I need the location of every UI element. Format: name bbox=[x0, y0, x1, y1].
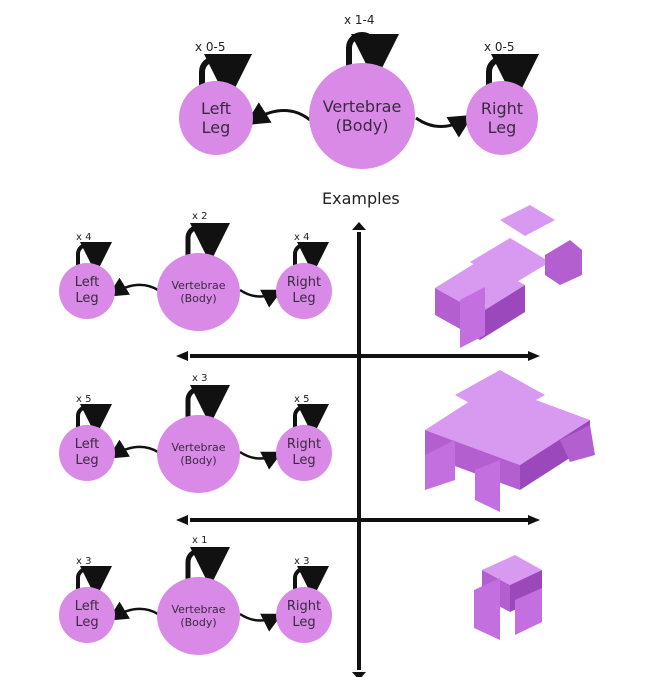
ex3-right-label-line2: Leg bbox=[292, 615, 316, 630]
ex3-left-label-line2: Leg bbox=[75, 615, 99, 630]
left-leg-label-line2: Leg bbox=[201, 118, 231, 137]
ex3-right-label-line1: Right bbox=[286, 599, 322, 615]
loop-arrow-icon bbox=[185, 385, 230, 425]
ex1-body-multiplier: x 2 bbox=[192, 211, 208, 222]
right-leg-node: Right Leg bbox=[466, 81, 538, 155]
ex3-body-multiplier: x 1 bbox=[192, 535, 208, 546]
body-multiplier: x 1-4 bbox=[344, 13, 375, 27]
ex1-left-multiplier: x 4 bbox=[76, 232, 92, 243]
ex1-body-label-line2: (Body) bbox=[180, 292, 217, 305]
ex2-left-label-line2: Leg bbox=[75, 453, 99, 468]
left-leg-multiplier: x 0-5 bbox=[195, 40, 226, 54]
right-leg-label-line1: Right bbox=[480, 98, 524, 118]
loop-arrow-icon bbox=[76, 566, 112, 598]
ex1-right-label-line1: Right bbox=[286, 275, 322, 291]
link-arrow bbox=[239, 288, 283, 308]
link-arrow bbox=[107, 439, 159, 459]
ex3-body-node: Vertebrae (Body) bbox=[157, 577, 240, 655]
ex3-body-label-line2: (Body) bbox=[180, 616, 217, 629]
loop-arrow-icon bbox=[76, 242, 112, 274]
body-label-line1: Vertebrae bbox=[322, 96, 402, 116]
examples-title: Examples bbox=[322, 189, 400, 208]
ex2-left-multiplier: x 5 bbox=[76, 394, 92, 405]
loop-arrow-icon bbox=[346, 32, 399, 82]
ex2-left-label-line1: Left bbox=[74, 437, 100, 453]
loop-arrow-icon bbox=[293, 404, 329, 436]
loop-arrow-icon bbox=[199, 54, 252, 102]
ex2-right-multiplier: x 5 bbox=[294, 394, 310, 405]
ex2-right-leg-node: Right Leg bbox=[276, 425, 332, 481]
link-arrow bbox=[415, 114, 474, 138]
left-leg-label-line1: Left bbox=[200, 98, 232, 118]
ex1-left-leg-node: Left Leg bbox=[59, 263, 115, 319]
right-leg-multiplier: x 0-5 bbox=[484, 40, 515, 54]
ex3-right-leg-node: Right Leg bbox=[276, 587, 332, 643]
ex3-body-label-line1: Vertebrae bbox=[171, 602, 226, 616]
loop-arrow-icon bbox=[185, 547, 230, 587]
body-label-line2: (Body) bbox=[335, 116, 389, 135]
link-arrow bbox=[239, 450, 283, 470]
ex1-left-label-line2: Leg bbox=[75, 291, 99, 306]
ex1-right-multiplier: x 4 bbox=[294, 232, 310, 243]
body-node: Vertebrae (Body) bbox=[309, 63, 415, 169]
ex3-left-multiplier: x 3 bbox=[76, 556, 92, 567]
ex3-right-multiplier: x 3 bbox=[294, 556, 310, 567]
right-leg-label-line2: Leg bbox=[487, 118, 517, 137]
link-arrow bbox=[239, 612, 283, 632]
ex1-right-leg-node: Right Leg bbox=[276, 263, 332, 319]
ex2-body-label-line2: (Body) bbox=[180, 454, 217, 467]
link-arrow bbox=[107, 601, 159, 621]
ex2-body-label-line1: Vertebrae bbox=[171, 440, 226, 454]
ex2-right-label-line1: Right bbox=[286, 437, 322, 453]
voxel-model-example-2 bbox=[425, 370, 595, 512]
ex3-left-label-line1: Left bbox=[74, 599, 100, 615]
ex1-body-node: Vertebrae (Body) bbox=[157, 253, 240, 331]
loop-arrow-icon bbox=[293, 566, 329, 598]
ex2-left-leg-node: Left Leg bbox=[59, 425, 115, 481]
voxel-model-example-3 bbox=[474, 555, 542, 640]
link-arrow bbox=[107, 277, 159, 297]
ex2-body-node: Vertebrae (Body) bbox=[157, 415, 240, 493]
ex1-right-label-line2: Leg bbox=[292, 291, 316, 306]
link-arrow bbox=[244, 102, 311, 126]
loop-arrow-icon bbox=[76, 404, 112, 436]
ex2-body-multiplier: x 3 bbox=[192, 373, 208, 384]
loop-arrow-icon bbox=[293, 242, 329, 274]
ex1-left-label-line1: Left bbox=[74, 275, 100, 291]
left-leg-node: Left Leg bbox=[179, 81, 253, 155]
voxel-model-example-1 bbox=[435, 205, 582, 348]
ex3-left-leg-node: Left Leg bbox=[59, 587, 115, 643]
loop-arrow-icon bbox=[185, 223, 230, 263]
ex1-body-label-line1: Vertebrae bbox=[171, 278, 226, 292]
loop-arrow-icon bbox=[486, 54, 539, 102]
ex2-right-label-line2: Leg bbox=[292, 453, 316, 468]
